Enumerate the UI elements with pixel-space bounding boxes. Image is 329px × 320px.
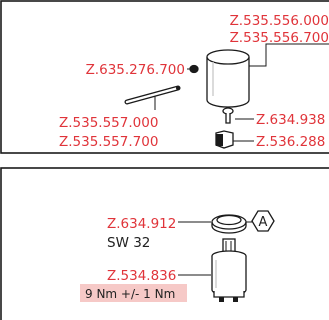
torque-highlight [80,284,187,302]
callout-a-letter: A [259,215,268,230]
screw-part-number: Z.634.938 [256,112,325,128]
wrench-size-label: SW 32 [107,235,150,251]
top-panel: Z.535.556.000 Z.535.556.700 Z.635.276.70… [0,0,329,154]
nut-part-number: Z.634.912 [107,216,176,232]
lever-rod-drawing [124,85,181,110]
top-panel-frame [0,0,329,154]
set-screw-drawing [187,64,199,74]
screw-drawing [222,107,254,124]
torque-value: 9 Nm +/- 1 Nm [85,287,175,301]
cartridge-part-number: Z.534.836 [107,268,176,284]
adapter-part-number: Z.536.288 [256,134,325,150]
bottom-panel: 9 Nm +/- 1 Nm A Z.634.912 [0,167,329,320]
lever-rod-part-number-2: Z.535.557.700 [59,134,158,150]
adapter-drawing [215,130,254,149]
handle-cap-drawing [206,49,250,108]
handle-cap-part-number-1: Z.535.556.000 [230,13,329,29]
handle-cap-part-number-2: Z.535.556.700 [230,30,329,46]
cartridge-drawing [178,238,247,302]
lever-rod-part-number-1: Z.535.557.000 [59,115,158,131]
handle-cap-leader [249,43,329,67]
set-screw-part-number: Z.635.276.700 [86,62,185,78]
nut-drawing [178,214,252,234]
bottom-panel-frame [0,167,329,320]
callout-a: A [251,210,275,232]
